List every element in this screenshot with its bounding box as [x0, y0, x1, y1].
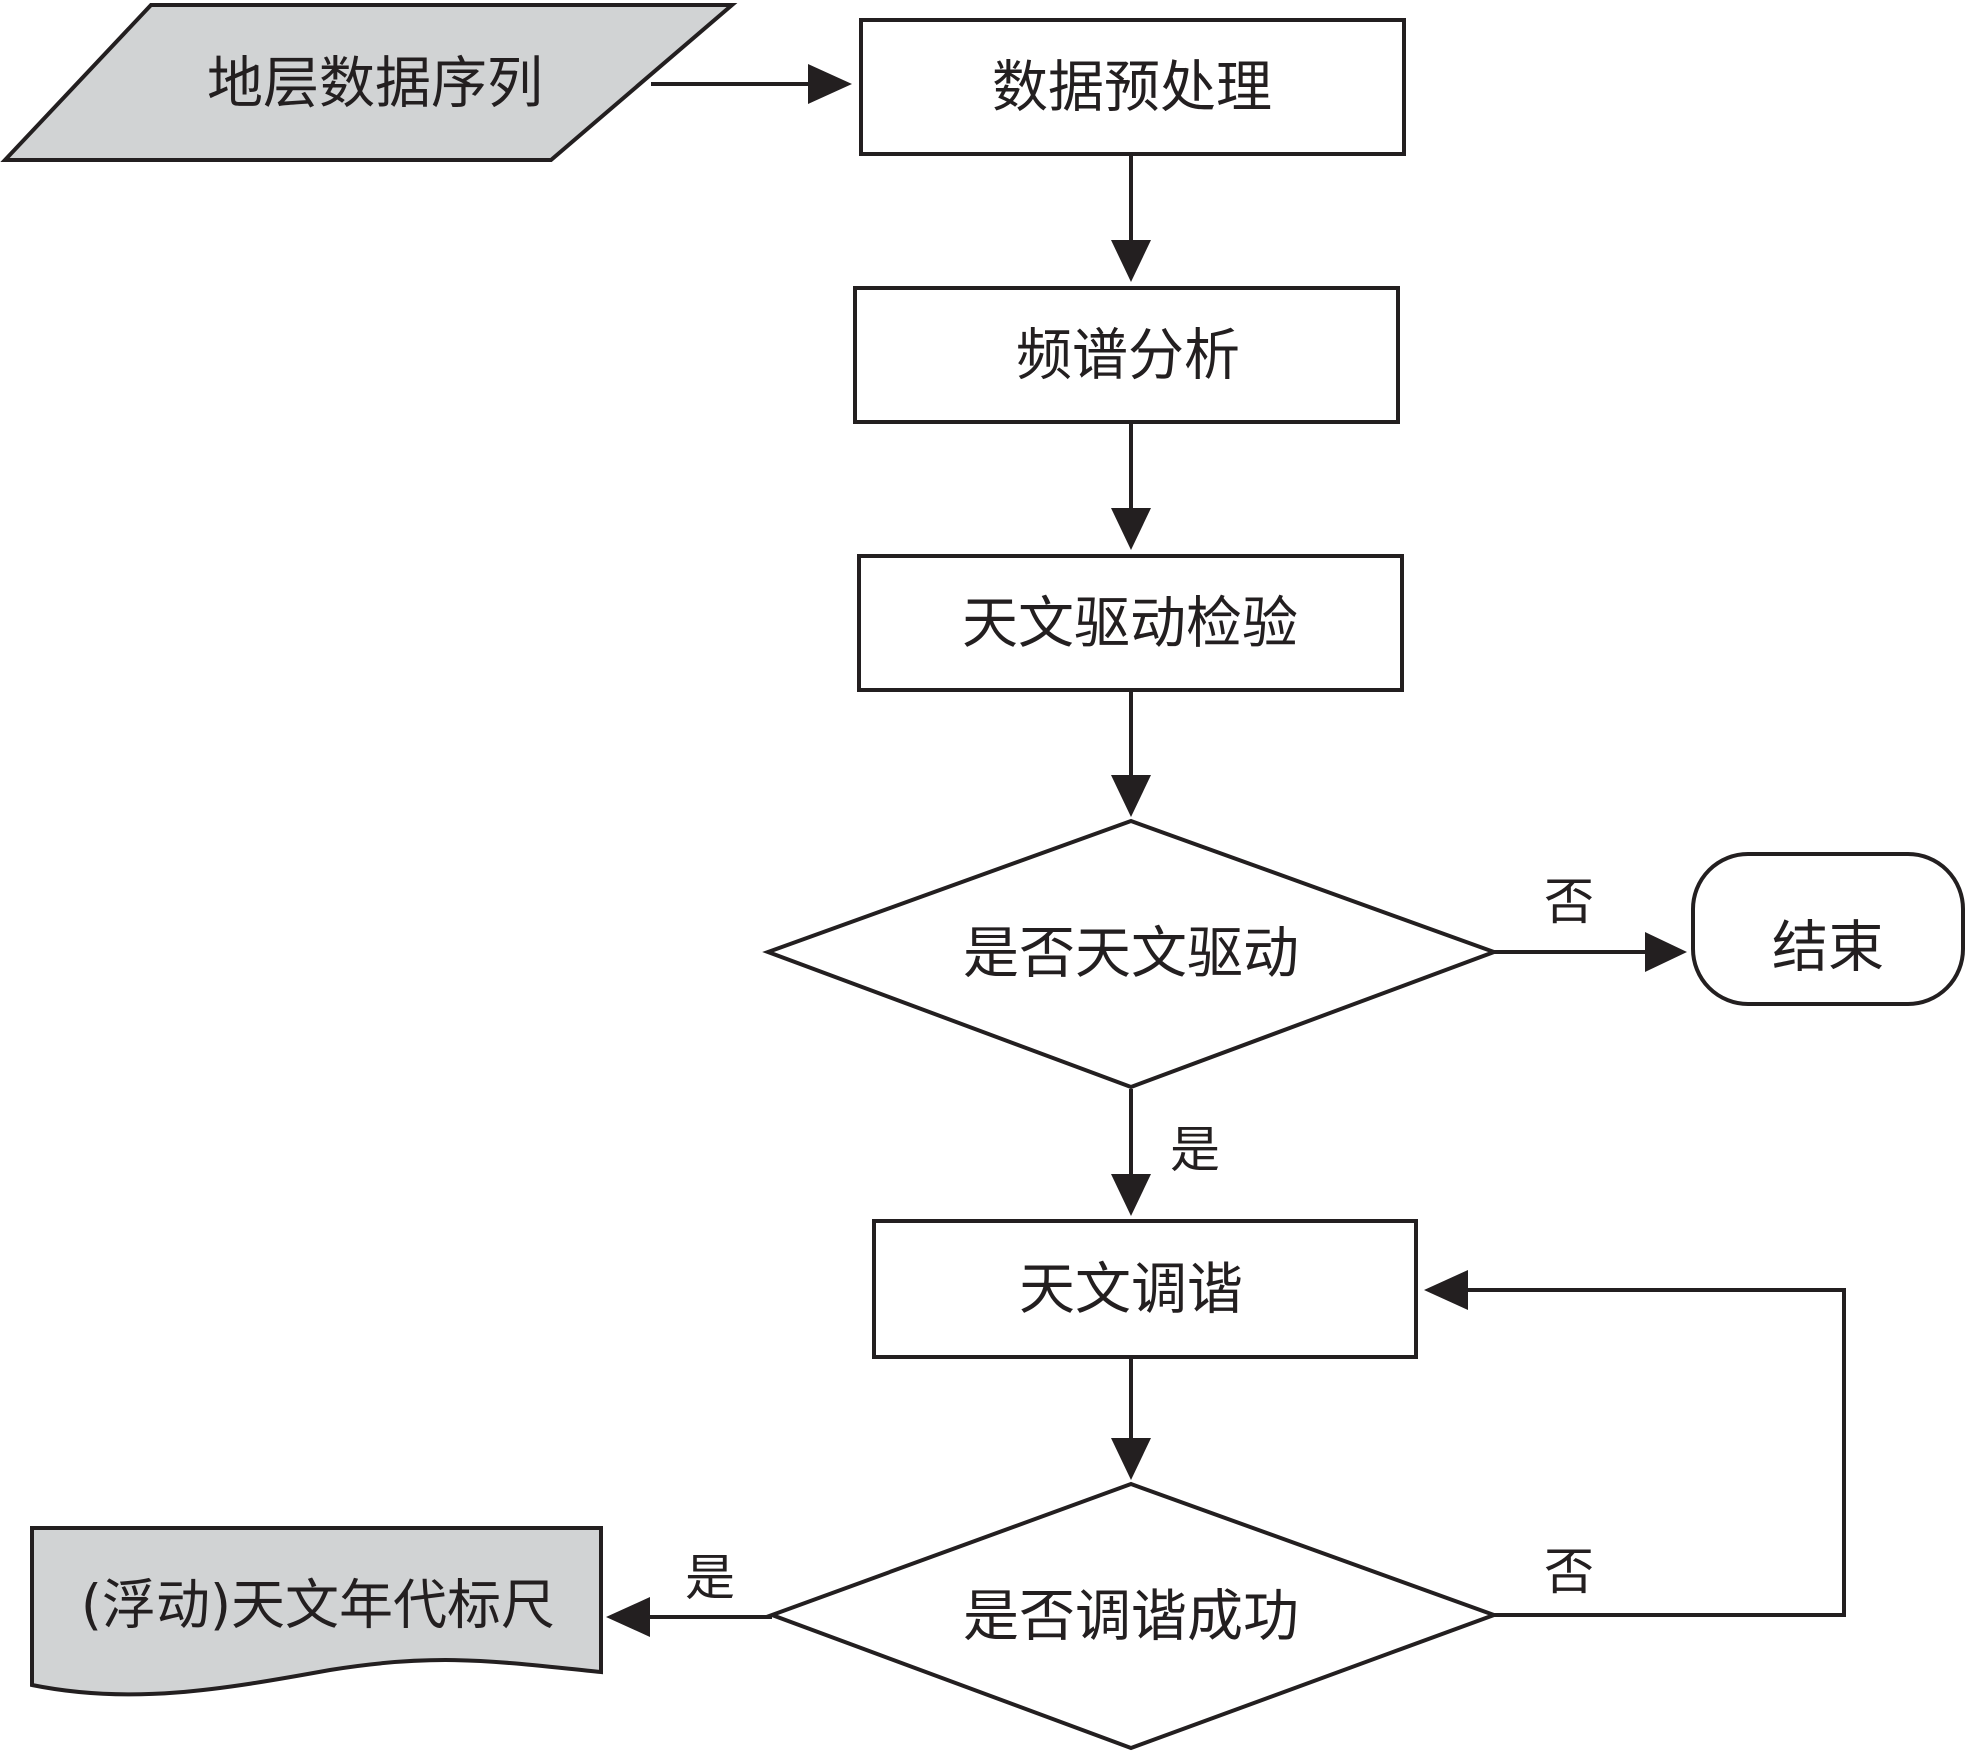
edge-label-yes-1: 是 — [1170, 1121, 1220, 1179]
tuning-shape — [872, 1219, 1418, 1359]
astro-test-shape — [857, 554, 1404, 692]
node-decision-astro: 是否天文驱动 — [762, 818, 1500, 1090]
tuning-label: 天文调谐 — [1019, 1258, 1243, 1323]
node-output: (浮动)天文年代标尺 — [30, 1526, 603, 1697]
edge-label-no-1: 否 — [1544, 873, 1594, 931]
decision-tuning-shape — [766, 1481, 1500, 1751]
input-shape — [0, 3, 738, 162]
spectrum-label: 频谱分析 — [1016, 324, 1240, 389]
connector-decision-astro-tuning: 是 — [1111, 1089, 1220, 1216]
output-label: (浮动)天文年代标尺 — [81, 1574, 555, 1637]
decision-astro-label: 是否天文驱动 — [963, 922, 1299, 987]
input-label: 地层数据序列 — [207, 52, 543, 117]
end-label: 结束 — [1772, 916, 1884, 981]
node-decision-tuning: 是否调谐成功 — [766, 1481, 1500, 1751]
connector-decision-tuning-output: 是 — [606, 1549, 772, 1637]
connector-spectrum-astro-test — [1111, 424, 1151, 550]
connector-input-preprocess — [651, 64, 852, 104]
connector-preprocess-spectrum — [1111, 156, 1151, 282]
node-astro-test: 天文驱动检验 — [857, 554, 1404, 692]
connector-tuning-decision — [1111, 1359, 1151, 1480]
preprocess-label: 数据预处理 — [992, 56, 1272, 121]
node-tuning: 天文调谐 — [872, 1219, 1418, 1359]
connector-astro-test-decision — [1111, 692, 1151, 817]
decision-tuning-label: 是否调谐成功 — [963, 1585, 1299, 1650]
node-end: 结束 — [1691, 852, 1965, 1006]
connector-decision-tuning-loop: 否 — [1424, 1270, 1846, 1617]
decision-astro-shape — [762, 818, 1500, 1090]
astro-test-label: 天文驱动检验 — [962, 592, 1298, 657]
preprocess-shape — [859, 18, 1406, 156]
output-shape — [30, 1526, 603, 1697]
edge-label-no-2: 否 — [1544, 1543, 1594, 1601]
node-input: 地层数据序列 — [0, 3, 738, 162]
end-shape — [1691, 852, 1965, 1006]
node-spectrum: 频谱分析 — [853, 286, 1400, 424]
edge-label-yes-2: 是 — [685, 1549, 735, 1607]
spectrum-shape — [853, 286, 1400, 424]
node-preprocess: 数据预处理 — [859, 18, 1406, 156]
connector-decision-astro-end: 否 — [1494, 873, 1687, 972]
